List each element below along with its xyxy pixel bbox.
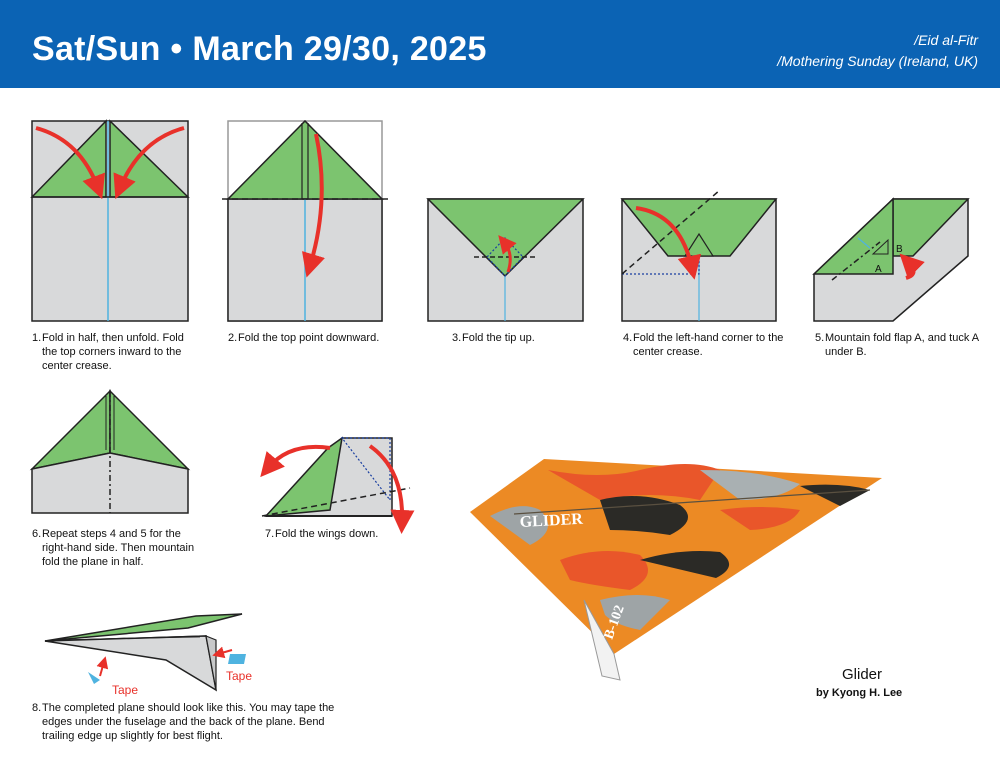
step4-text: Fold the left-hand corner to the center … bbox=[633, 332, 784, 358]
step5-caption: 5. Mountain fold flap A, and tuck A unde… bbox=[815, 331, 980, 359]
step8-text: The completed plane should look like thi… bbox=[42, 702, 335, 742]
glider-byline: by Kyong H. Lee bbox=[816, 687, 903, 699]
header-banner: Sat/Sun • March 29/30, 2025 /Eid al-Fitr… bbox=[0, 0, 1000, 88]
step4-caption: 4. Fold the left-hand corner to the cent… bbox=[623, 331, 793, 359]
step8-diagram bbox=[44, 613, 246, 692]
step5-diagram: B A bbox=[812, 197, 970, 322]
glider-photo: GLIDER B-102 bbox=[470, 459, 882, 681]
step7-caption: 7. Fold the wings down. bbox=[265, 527, 425, 541]
step3-text: Fold the tip up. bbox=[462, 332, 535, 344]
step3-diagram bbox=[426, 198, 585, 322]
step6-number: 6. bbox=[32, 528, 42, 540]
holiday-mothering-sunday: /Mothering Sunday (Ireland, UK) bbox=[777, 53, 978, 69]
step7-text: Fold the wings down. bbox=[275, 528, 379, 540]
step3-caption: 3. Fold the tip up. bbox=[452, 331, 592, 345]
step2-caption: 2. Fold the top point downward. bbox=[228, 331, 403, 345]
date-title: Sat/Sun • March 29/30, 2025 bbox=[32, 30, 487, 68]
step1-number: 1. bbox=[32, 332, 42, 344]
step5-number: 5. bbox=[815, 332, 825, 344]
holiday-eid: /Eid al-Fitr bbox=[914, 32, 978, 48]
step7-diagram bbox=[260, 436, 415, 534]
step3-number: 3. bbox=[452, 332, 462, 344]
step1-text: Fold in half, then unfold. Fold the top … bbox=[42, 332, 184, 372]
step2-number: 2. bbox=[228, 332, 238, 344]
step5-text: Mountain fold flap A, and tuck A under B… bbox=[825, 332, 979, 358]
step7-number: 7. bbox=[265, 528, 275, 540]
tape-label-back: Tape bbox=[226, 669, 253, 683]
flap-a-label: A bbox=[875, 264, 882, 275]
step8-caption: 8. The completed plane should look like … bbox=[32, 701, 342, 743]
step6-diagram bbox=[29, 389, 191, 514]
step8-number: 8. bbox=[32, 702, 42, 714]
glider-wing-text: GLIDER bbox=[519, 511, 583, 531]
flap-b-label: B bbox=[896, 244, 903, 255]
tape-label-fuselage: Tape bbox=[112, 683, 139, 697]
step4-number: 4. bbox=[623, 332, 633, 344]
step1-diagram bbox=[30, 119, 190, 322]
step6-text: Repeat steps 4 and 5 for the right-hand … bbox=[42, 528, 195, 568]
step2-text: Fold the top point downward. bbox=[238, 332, 380, 344]
step2-diagram bbox=[222, 119, 392, 322]
glider-title: Glider bbox=[842, 666, 883, 683]
step1-caption: 1. Fold in half, then unfold. Fold the t… bbox=[32, 331, 197, 373]
step4-diagram bbox=[620, 189, 778, 322]
step6-caption: 6. Repeat steps 4 and 5 for the right-ha… bbox=[32, 527, 202, 569]
